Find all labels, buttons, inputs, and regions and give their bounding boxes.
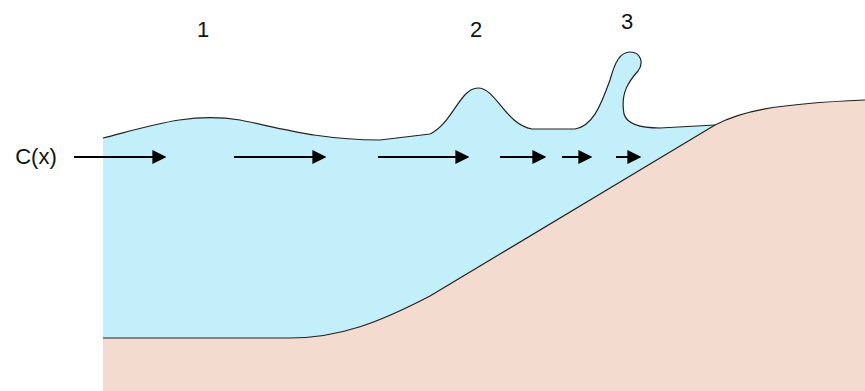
- wave-number: 2: [470, 19, 482, 41]
- velocity-arrow: [500, 156, 545, 158]
- velocity-arrow: [562, 156, 591, 158]
- velocity-arrow: [378, 156, 468, 158]
- velocity-arrow: [234, 156, 325, 158]
- sea-bed-line: [103, 100, 865, 338]
- velocity-arrow: [74, 156, 165, 158]
- velocity-arrow: [616, 156, 640, 158]
- water: [103, 52, 715, 338]
- wave-number: 1: [197, 19, 209, 41]
- wave-number: 3: [621, 11, 633, 33]
- water-surface: [103, 52, 715, 140]
- velocity-arrows: [74, 156, 640, 158]
- velocity-label: C(x): [15, 146, 57, 168]
